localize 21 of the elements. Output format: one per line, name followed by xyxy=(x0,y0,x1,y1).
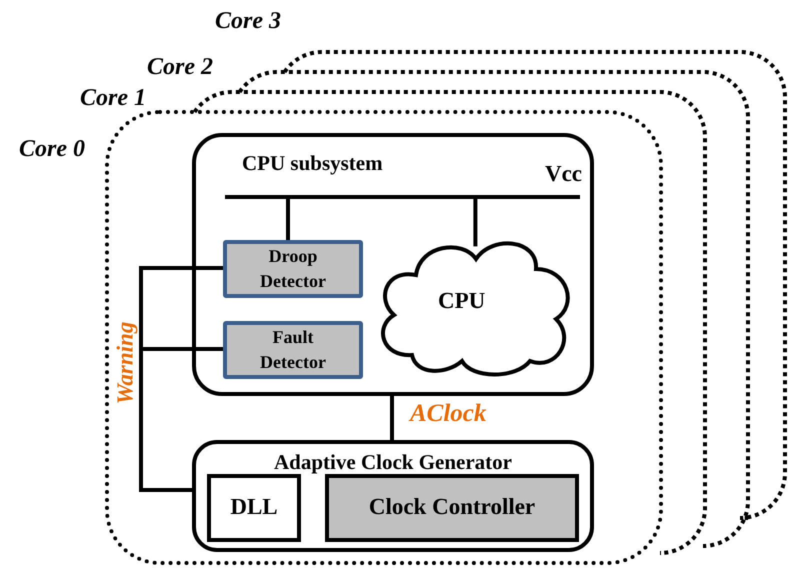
core-label: Core 1 xyxy=(80,85,146,112)
subsystem-box xyxy=(192,133,594,396)
core-label: Core 0 xyxy=(19,136,85,163)
generator-box xyxy=(192,440,594,552)
module-box xyxy=(325,474,579,542)
detector-label: Fault Detector xyxy=(259,326,327,374)
detector-box xyxy=(223,240,363,298)
supply-label: Vcc xyxy=(544,161,582,187)
cpu-label: CPU xyxy=(438,288,486,314)
connector-line xyxy=(390,396,394,440)
subsystem-title: CPU subsystem xyxy=(242,151,383,176)
module-box xyxy=(207,474,301,542)
module-label: Clock Controller xyxy=(368,494,536,520)
core-label: Core 2 xyxy=(147,54,213,81)
detector-label: Droop Detector xyxy=(259,245,327,293)
core-label: Core 3 xyxy=(215,8,281,35)
generator-title: Adaptive Clock Generator xyxy=(273,450,513,475)
edge-label: Warning xyxy=(112,322,138,404)
edge-label: AClock xyxy=(410,400,486,428)
module-label: DLL xyxy=(229,494,279,520)
detector-box xyxy=(223,321,363,379)
